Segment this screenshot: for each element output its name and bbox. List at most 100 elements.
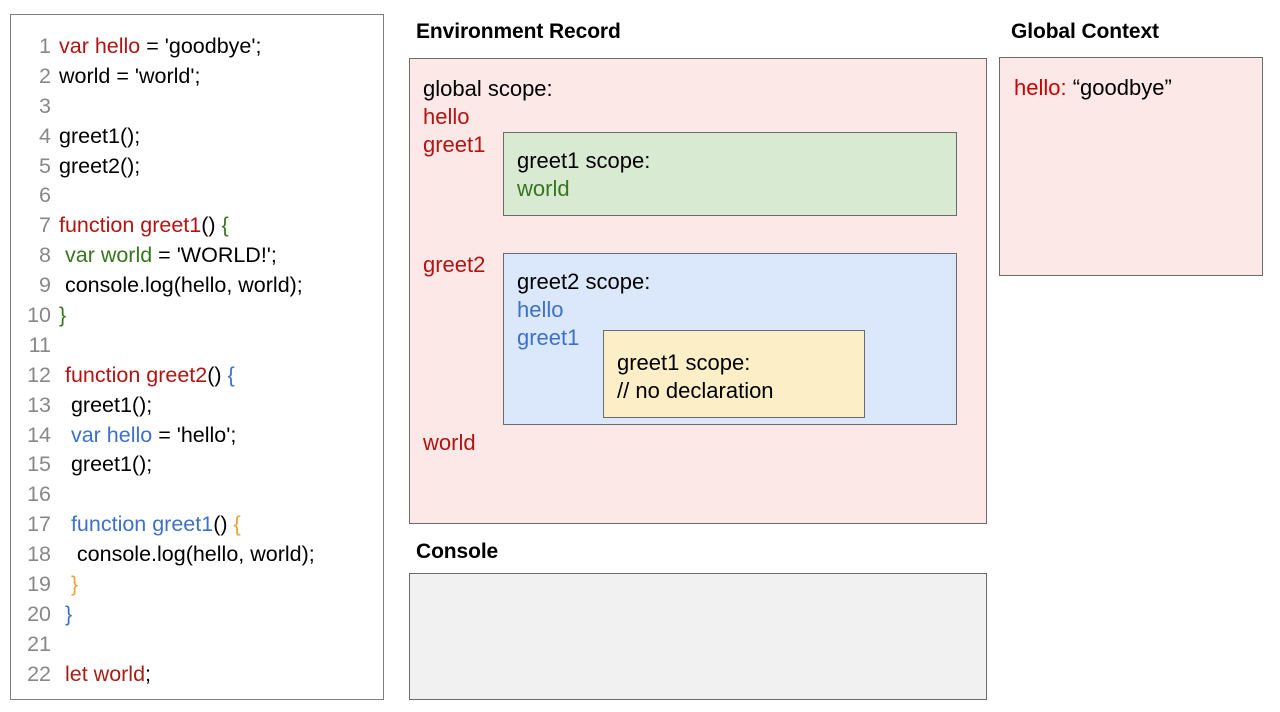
code-token: { (233, 512, 241, 537)
code-line[interactable]: 14 var hello = 'hello'; (11, 421, 383, 451)
global-binding-hello: hello (423, 104, 470, 129)
code-line[interactable]: 3 (11, 92, 383, 122)
greet2-binding-hello: hello (517, 297, 564, 322)
code-line[interactable]: 12 function greet2() { (11, 361, 383, 391)
code-token: ; (145, 661, 152, 686)
code-line-number: 20 (27, 601, 51, 626)
code-token: = 'goodbye'; (140, 34, 262, 58)
code-editor-panel[interactable]: 1 var hello = 'goodbye'; 2 world = 'world';… (10, 14, 384, 700)
code-line-number: 18 (27, 542, 51, 567)
code-line[interactable]: 13 greet1(); (11, 391, 383, 421)
code-line[interactable]: 5 greet2(); (11, 152, 383, 182)
code-line[interactable]: 19 } (11, 570, 383, 600)
global-scope-box: global scope: hello greet1 greet2 world … (409, 58, 987, 524)
code-line[interactable]: 21 (11, 630, 383, 660)
code-line-number: 4 (39, 123, 51, 148)
code-line-number: 12 (27, 362, 51, 387)
code-token: greet1(); (59, 392, 153, 417)
code-token: = 'hello'; (152, 422, 237, 447)
code-line-number: 8 (39, 243, 51, 268)
greet1-scope-box: greet1 scope: world (503, 132, 957, 216)
global-binding-greet2: greet2 (423, 252, 486, 277)
code-line[interactable]: 4 greet1(); (11, 122, 383, 152)
code-token: greet1(); (59, 123, 141, 148)
code-token: } (64, 601, 73, 626)
code-line[interactable]: 1 var hello = 'goodbye'; (11, 32, 383, 62)
code-token: function greet2 (64, 362, 208, 387)
code-line[interactable]: 18 console.log(hello, world); (11, 540, 383, 570)
code-line-list: 1 var hello = 'goodbye'; 2 world = 'world';… (11, 32, 383, 690)
code-line[interactable]: 16 (11, 480, 383, 510)
code-token: var hello (70, 422, 153, 447)
code-line-number: 13 (27, 392, 51, 417)
code-line[interactable]: 22 let world; (11, 660, 383, 690)
code-token: var hello (59, 34, 141, 58)
code-token: console.log(hello, world); (59, 542, 315, 567)
code-token: console.log(hello, world); (59, 273, 303, 298)
greet1-inner-scope-label: greet1 scope: (617, 350, 751, 375)
code-token: } (70, 572, 79, 597)
greet2-scope-box: greet2 scope: hello greet1 greet1 scope:… (503, 253, 957, 425)
code-token: () (213, 512, 234, 537)
code-token: () (207, 362, 228, 387)
global-binding-world: world (423, 430, 476, 455)
code-line-number: 9 (39, 273, 51, 298)
code-token (59, 572, 71, 596)
console-title: Console (416, 540, 499, 563)
code-line-number: 19 (27, 572, 51, 597)
code-token (59, 512, 71, 536)
code-line[interactable]: 11 (11, 331, 383, 361)
global-binding-greet1: greet1 (423, 132, 486, 157)
global-scope-label: global scope: (423, 76, 553, 101)
code-line[interactable]: 10} (11, 301, 383, 331)
code-token: function greet1 (59, 213, 202, 238)
code-line[interactable]: 6 (11, 181, 383, 211)
global-context-binding-key: hello: (1014, 75, 1067, 100)
code-line-number: 14 (27, 422, 51, 447)
code-line[interactable]: 8 var world = 'WORLD!'; (11, 241, 383, 271)
code-line-number: 3 (39, 93, 51, 118)
code-line-number: 22 (27, 661, 51, 686)
global-context-title: Global Context (1011, 20, 1159, 43)
code-line-number: 15 (27, 452, 51, 477)
greet1-binding-world: world (517, 176, 570, 201)
greet2-binding-greet1: greet1 (517, 325, 580, 350)
code-token: greet1(); (59, 452, 153, 477)
code-token: let world (64, 661, 146, 686)
code-token (59, 423, 71, 447)
code-line-number: 10 (27, 303, 51, 328)
global-context-binding: hello: “goodbye” (1014, 74, 1172, 102)
code-line-number: 7 (39, 213, 51, 238)
code-token: } (59, 303, 67, 328)
environment-record-title: Environment Record (416, 20, 621, 43)
code-token: var world (64, 243, 153, 268)
greet1-scope-label: greet1 scope: (517, 148, 651, 173)
code-line-number: 2 (39, 63, 51, 88)
code-line-number: 16 (27, 482, 51, 507)
code-line-number: 17 (27, 512, 51, 537)
code-line-number: 21 (27, 631, 51, 656)
code-line-number: 6 (39, 183, 51, 208)
code-line[interactable]: 2 world = 'world'; (11, 62, 383, 92)
code-line-number: 11 (28, 332, 51, 357)
code-token: function greet1 (70, 512, 214, 537)
code-line[interactable]: 20 } (11, 600, 383, 630)
code-line-number: 1 (39, 34, 51, 58)
greet1-inner-scope-note: // no declaration (617, 378, 774, 403)
code-line[interactable]: 7 function greet1() { (11, 211, 383, 241)
code-line[interactable]: 17 function greet1() { (11, 510, 383, 540)
code-token: { (227, 362, 235, 387)
console-output-box[interactable] (409, 573, 987, 700)
code-token: = 'WORLD!'; (152, 243, 277, 268)
code-line-number: 5 (39, 153, 51, 178)
code-token: greet2(); (59, 153, 141, 178)
global-context-box: hello: “goodbye” (999, 57, 1263, 276)
code-token: world = 'world'; (59, 63, 201, 88)
code-token: () (201, 213, 222, 238)
greet1-inner-scope-box: greet1 scope: // no declaration (603, 330, 865, 418)
code-line[interactable]: 9 console.log(hello, world); (11, 271, 383, 301)
code-token: { (221, 213, 229, 238)
code-line[interactable]: 15 greet1(); (11, 450, 383, 480)
global-context-binding-value: “goodbye” (1066, 75, 1172, 100)
